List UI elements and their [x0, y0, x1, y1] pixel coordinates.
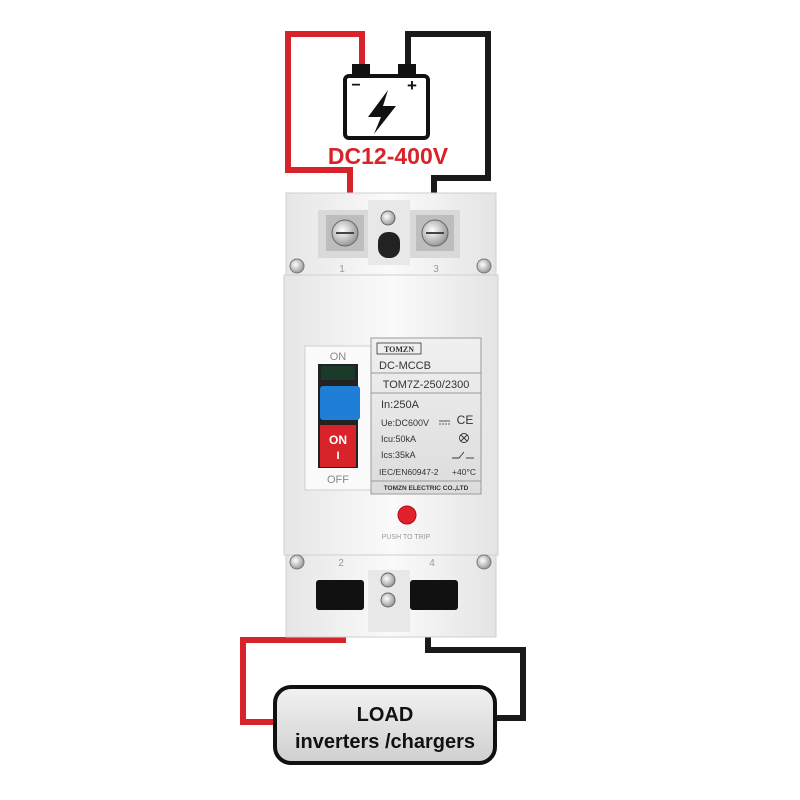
switch-on-label: ON: [330, 351, 347, 363]
terminal-number-4: 4: [429, 558, 435, 569]
push-to-trip-button[interactable]: [397, 505, 417, 525]
terminal-bottom-right: [410, 580, 458, 610]
load-title: LOAD: [357, 704, 414, 726]
nameplate-model: TOM7Z-250/2300: [383, 379, 470, 391]
breaker-handle[interactable]: [318, 364, 360, 468]
terminal-screw-top-right: [416, 215, 454, 251]
nameplate: [370, 337, 482, 495]
handle-on-label: ON: [329, 433, 347, 447]
nameplate-temperature: +40°C: [452, 467, 476, 477]
nameplate-voltage: Ue:DC600V: [381, 418, 429, 428]
nameplate-current: In:250A: [381, 399, 420, 411]
load-box: [273, 685, 497, 765]
center-screw-top: [378, 210, 400, 258]
terminal-number-3: 3: [433, 264, 439, 275]
battery-icon: [343, 64, 430, 140]
nameplate-icu: Icu:50kA: [381, 434, 416, 444]
switch-symbol-icon: [452, 451, 474, 459]
battery-negative-symbol: −: [351, 77, 360, 94]
certification-icon: [459, 433, 469, 443]
terminal-screw-top-left: [326, 215, 364, 251]
center-screw-bottom: [380, 572, 396, 608]
push-to-trip-label: PUSH TO TRIP: [382, 534, 431, 541]
voltage-label: DC12-400V: [328, 143, 449, 169]
negative-wire-top: [405, 31, 491, 225]
nameplate-type: DC-MCCB: [379, 360, 431, 372]
terminal-bottom-left: [316, 580, 364, 610]
battery-positive-symbol: +: [407, 76, 417, 95]
nameplate-manufacturer: TOMZN ELECTRIC CO.,LTD: [384, 485, 469, 492]
lightning-bolt-icon: [368, 90, 396, 134]
nameplate-standard: IEC/EN60947-2: [379, 467, 439, 477]
load-subtitle: inverters /chargers: [295, 731, 475, 753]
switch-off-label: OFF: [327, 474, 349, 486]
corner-screws: [289, 258, 492, 570]
ce-mark: CE: [457, 413, 474, 427]
nameplate-ics: Ics:35kA: [381, 450, 416, 460]
terminal-number-1: 1: [339, 264, 345, 275]
terminal-number-2: 2: [338, 558, 344, 569]
positive-wire-top: [285, 31, 365, 225]
handle-on-mark: I: [336, 450, 339, 462]
nameplate-brand: TOMZN: [384, 345, 414, 354]
voltage-dc-icon: [439, 420, 450, 425]
